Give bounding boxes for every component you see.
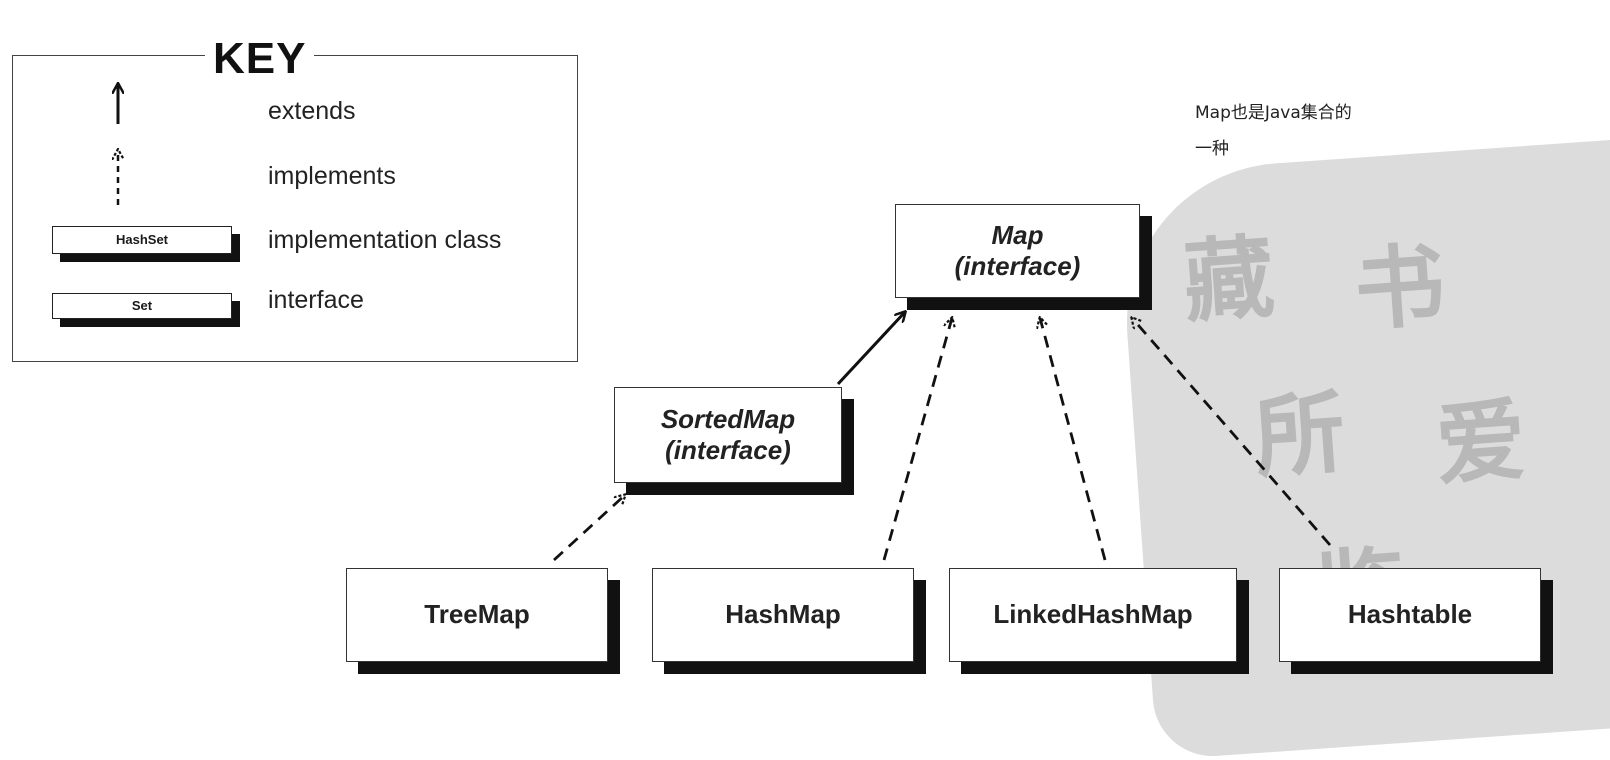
map-kind: (interface): [954, 251, 1081, 281]
hashmap-name: HashMap: [725, 599, 841, 630]
treemap-implements-sortedmap-arrow: [553, 495, 625, 562]
key-implements-label: implements: [268, 162, 396, 190]
key-interface-label: interface: [268, 286, 364, 314]
map-name: Map: [991, 219, 1044, 250]
diagram-connectors: [0, 0, 1332, 562]
linkedhashmap-class-box: LinkedHashMap: [949, 568, 1237, 662]
sortedmap-kind: (interface): [665, 435, 791, 465]
treemap-class-box: TreeMap: [346, 568, 608, 662]
sortedmap-name: SortedMap: [660, 403, 796, 434]
linkedhashmap-implements-map-arrow: [1040, 318, 1107, 561]
note-line-2: 一种: [1195, 139, 1229, 159]
sortedmap-extends-map-arrow: [836, 312, 905, 386]
hashtable-name: Hashtable: [1347, 599, 1473, 630]
key-interface-sample: Set: [52, 293, 232, 319]
handwritten-note: Map也是Java集合的 一种: [1195, 95, 1495, 167]
hashmap-class-box: HashMap: [652, 568, 914, 662]
key-implementation-class-sample: HashSet: [52, 226, 232, 254]
hashtable-implements-map-arrow: [1132, 318, 1332, 546]
treemap-name: TreeMap: [424, 599, 530, 630]
key-title: KEY: [205, 34, 315, 84]
note-line-1: Map也是Java集合的: [1195, 103, 1352, 123]
hashmap-implements-map-arrow: [882, 318, 952, 561]
linkedhashmap-name: LinkedHashMap: [993, 599, 1193, 630]
map-interface-box: Map (interface): [895, 204, 1140, 298]
hashtable-class-box: Hashtable: [1279, 568, 1541, 662]
sortedmap-interface-box: SortedMap (interface): [614, 387, 842, 483]
key-extends-label: extends: [268, 97, 356, 125]
key-implementation-class-label: implementation class: [268, 226, 502, 254]
